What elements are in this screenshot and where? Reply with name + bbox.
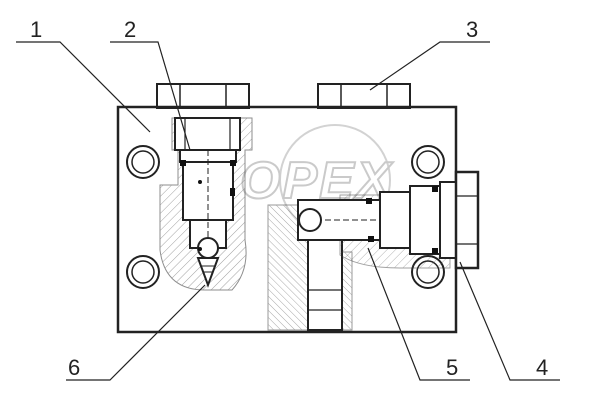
leader-4 [459,261,560,381]
mounting-hole-top-left [126,145,160,179]
callout-3: 3 [466,17,478,42]
callout-6: 6 [68,355,80,380]
leader-3 [369,41,490,91]
top-fitting-right [317,83,411,109]
callout-5: 5 [446,355,458,380]
side-fitting [454,170,480,270]
center-channel [267,204,353,331]
leader-1 [16,41,151,133]
callout-4: 4 [536,355,548,380]
vertical-cartridge [159,117,253,291]
mounting-hole-bottom-left [126,255,160,289]
callout-2: 2 [124,17,136,42]
mounting-hole-top-right [411,145,445,179]
leader-2 [110,41,191,151]
leader-6 [66,284,206,381]
leader-lines [16,41,560,381]
leader-5 [367,247,470,381]
top-fitting-left [156,83,250,109]
horizontal-cartridge [297,170,480,270]
callout-1: 1 [30,17,42,42]
